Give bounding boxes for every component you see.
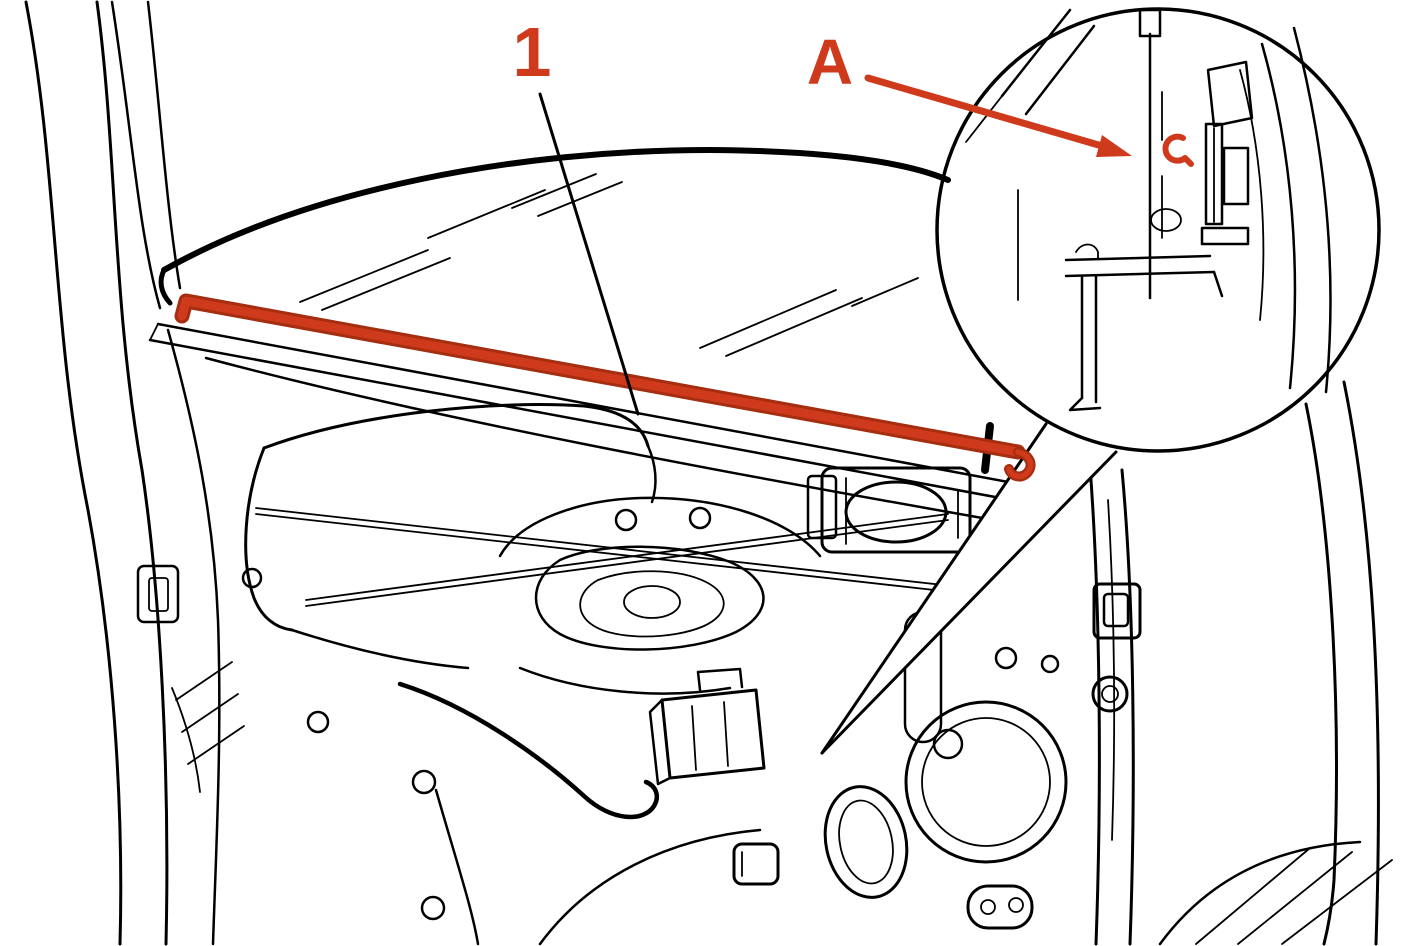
callout-wedge bbox=[820, 422, 1118, 755]
latch-opening bbox=[1092, 582, 1142, 640]
front-clip-slot bbox=[136, 564, 180, 624]
belt-strip-highlight bbox=[174, 293, 1036, 482]
speaker-opening bbox=[904, 700, 1068, 864]
label-a-arrow bbox=[864, 74, 1106, 150]
label-a: A bbox=[807, 26, 853, 98]
label-a-group: A bbox=[807, 26, 1132, 157]
retainer-clip-highlight bbox=[1162, 133, 1194, 167]
door-inner-panel bbox=[241, 380, 1393, 946]
detail-callout-content bbox=[965, 8, 1332, 412]
label-a-arrowhead bbox=[1096, 135, 1132, 157]
window-glass bbox=[158, 147, 951, 357]
detail-callout-circle bbox=[935, 7, 1381, 453]
label-1-leader-line bbox=[538, 92, 640, 416]
harness-cable bbox=[397, 681, 659, 820]
glass-top-edge bbox=[161, 147, 951, 273]
label-1: 1 bbox=[513, 13, 552, 91]
door-frame-lines bbox=[24, 0, 245, 946]
window-regulator-arms bbox=[255, 507, 953, 607]
door-rear-edge bbox=[1088, 464, 1142, 946]
guide-bracket bbox=[648, 667, 766, 786]
belt-flange bbox=[148, 322, 1032, 524]
label-1-group: 1 bbox=[513, 13, 640, 416]
